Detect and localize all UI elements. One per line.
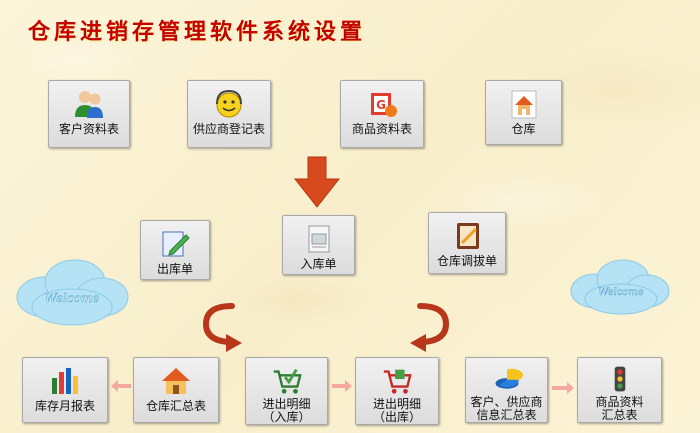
cart-out-icon <box>383 369 412 394</box>
bar-chart-icon <box>52 368 78 394</box>
welcome-cloud-right: Welcome <box>570 259 670 315</box>
home-icon <box>162 368 190 394</box>
welcome-cloud-left: Welcome <box>16 259 129 326</box>
svg-text:G: G <box>376 98 386 112</box>
product-label: 商品资料表 <box>351 122 412 136</box>
users-icon <box>75 91 103 118</box>
customer-button[interactable]: 客户资料表 <box>48 80 130 148</box>
document-icon <box>308 225 329 253</box>
traffic-light-icon <box>614 366 625 392</box>
detail-in-label: 进出明细 （入库） <box>262 397 311 424</box>
transfer-label: 仓库调拔单 <box>436 254 497 268</box>
warehouse-summary-label: 仓库汇总表 <box>145 399 206 413</box>
partner-summary-button[interactable]: 客户、供应商 信息汇总表 <box>465 357 548 423</box>
monthly-report-button[interactable]: 库存月报表 <box>22 357 108 423</box>
product-summary-button[interactable]: 商品资料 汇总表 <box>577 357 662 423</box>
detail-out-button[interactable]: 进出明细 （出库） <box>355 357 439 425</box>
customer-label: 客户资料表 <box>58 122 119 136</box>
monthly-report-label: 库存月报表 <box>34 399 95 413</box>
warehouse-label: 仓库 <box>511 122 536 136</box>
edit-document-icon <box>162 231 190 257</box>
partner-summary-label: 客户、供应商 信息汇总表 <box>470 395 543 422</box>
welcome-text-left: Welcome <box>45 291 100 305</box>
stock-out-button[interactable]: 出库单 <box>140 220 210 280</box>
stock-in-label: 入库单 <box>300 257 337 271</box>
stock-in-button[interactable]: 入库单 <box>282 215 355 275</box>
detail-in-button[interactable]: 进出明细 （入库） <box>245 357 328 425</box>
transfer-button[interactable]: 仓库调拔单 <box>428 212 506 274</box>
page-title: 仓库进销存管理软件系统设置 <box>28 19 367 45</box>
down-arrow <box>293 156 341 208</box>
pink-arrow-1 <box>111 380 131 392</box>
notebook-icon <box>457 223 479 249</box>
product-box-icon: G <box>371 93 397 117</box>
cart-in-icon <box>273 368 302 394</box>
smiley-headset-icon <box>216 89 242 118</box>
house-icon <box>511 90 536 119</box>
product-button[interactable]: G 商品资料表 <box>340 80 424 148</box>
welcome-text-right: Welcome <box>598 287 644 298</box>
warehouse-button[interactable]: 仓库 <box>485 80 562 145</box>
curved-arrow-left <box>202 303 242 352</box>
stock-out-label: 出库单 <box>156 262 193 276</box>
curved-arrow-right <box>410 303 450 352</box>
warehouse-summary-button[interactable]: 仓库汇总表 <box>133 357 219 423</box>
product-summary-label: 商品资料 汇总表 <box>595 395 644 422</box>
supplier-button[interactable]: 供应商登记表 <box>187 80 271 148</box>
pie-chart-icon <box>495 368 523 389</box>
supplier-label: 供应商登记表 <box>192 122 265 136</box>
pink-arrow-3 <box>552 382 574 394</box>
pink-arrow-2 <box>332 380 352 392</box>
detail-out-label: 进出明细 （出库） <box>372 397 421 424</box>
